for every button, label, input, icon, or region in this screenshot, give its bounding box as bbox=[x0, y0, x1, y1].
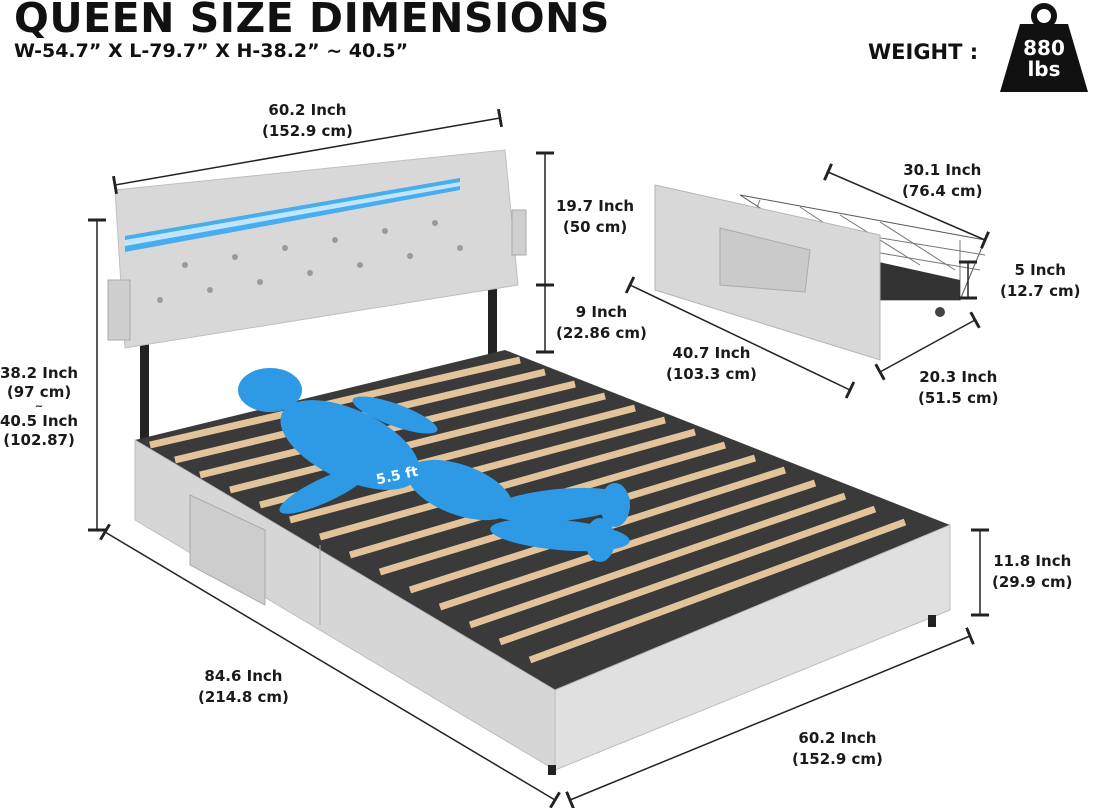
cm: (12.7 cm) bbox=[1000, 282, 1081, 300]
inch-2: 40.5 Inch bbox=[0, 412, 79, 430]
total-height-label: 38.2 Inch(97 cm)~40.5 Inch(102.87) bbox=[0, 364, 78, 450]
drawer-illustration bbox=[654, 184, 986, 361]
inch: 30.1 Inch bbox=[903, 161, 982, 179]
weight-unit: lbs bbox=[1027, 57, 1061, 81]
headboard-leg bbox=[488, 285, 497, 365]
separator: ~ bbox=[34, 401, 44, 412]
cm: (76.4 cm) bbox=[902, 182, 983, 200]
cm: (152.9 cm) bbox=[262, 122, 353, 140]
drawer-depth-label: 20.3 Inch (51.5 cm) bbox=[918, 367, 998, 409]
frame-height-label: 11.8 Inch (29.9 cm) bbox=[992, 551, 1072, 593]
inch: 40.7 Inch bbox=[672, 344, 751, 362]
inch: 84.6 Inch bbox=[204, 667, 283, 685]
weight-label: WEIGHT : bbox=[868, 40, 979, 64]
cm: (103.3 cm) bbox=[666, 365, 757, 383]
length-label: 84.6 Inch (214.8 cm) bbox=[198, 666, 289, 708]
headboard bbox=[107, 149, 527, 349]
cm: (51.5 cm) bbox=[918, 389, 999, 407]
cm: (50 cm) bbox=[562, 218, 628, 236]
leg-height-label: 9 Inch (22.86 cm) bbox=[556, 302, 647, 344]
inch: 60.2 Inch bbox=[268, 101, 347, 119]
cm: (22.86 cm) bbox=[556, 324, 647, 342]
dimension-lines bbox=[88, 108, 990, 808]
headboard-leg bbox=[140, 330, 149, 440]
page-title: QUEEN SIZE DIMENSIONS bbox=[14, 0, 610, 42]
inch: 9 Inch bbox=[575, 303, 628, 321]
inch: 11.8 Inch bbox=[993, 552, 1072, 570]
inch: 19.7 Inch bbox=[556, 197, 635, 215]
drawer-width-label: 30.1 Inch (76.4 cm) bbox=[902, 160, 982, 202]
cm: (97 cm) bbox=[6, 383, 72, 401]
drawer-height-label: 5 Inch (12.7 cm) bbox=[1000, 260, 1080, 302]
drawer-length-label: 40.7 Inch (103.3 cm) bbox=[666, 343, 757, 385]
inch: 38.2 Inch bbox=[0, 364, 79, 382]
headboard-width-label: 60.2 Inch (152.9 cm) bbox=[262, 100, 353, 142]
headboard-height-label: 19.7 Inch (50 cm) bbox=[556, 196, 634, 238]
inch: 20.3 Inch bbox=[919, 368, 998, 386]
cm-2: (102.87) bbox=[3, 431, 75, 449]
weight-icon bbox=[1000, 3, 1088, 92]
inch: 5 Inch bbox=[1014, 261, 1066, 279]
cm: (214.8 cm) bbox=[198, 688, 289, 706]
width-label: 60.2 Inch (152.9 cm) bbox=[792, 728, 883, 770]
cm: (29.9 cm) bbox=[992, 573, 1073, 591]
cm: (152.9 cm) bbox=[792, 750, 883, 768]
inch: 60.2 Inch bbox=[798, 729, 877, 747]
overall-dimensions: W-54.7” X L-79.7” X H-38.2” ~ 40.5” bbox=[14, 40, 409, 62]
weight-number: 880 bbox=[1023, 36, 1065, 60]
